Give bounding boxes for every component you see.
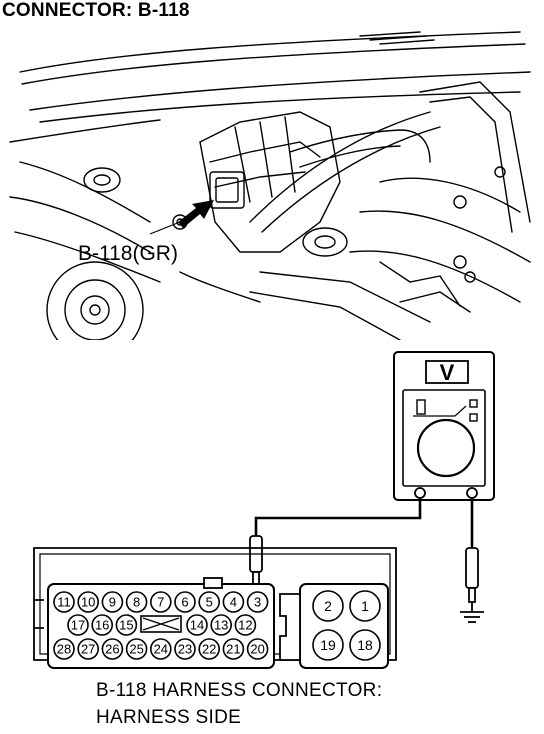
- pin-27: 27: [77, 638, 99, 660]
- svg-text:5: 5: [206, 595, 213, 610]
- svg-text:6: 6: [181, 595, 188, 610]
- pin-18: 18: [349, 629, 381, 661]
- pin-21: 21: [222, 638, 245, 660]
- pin-19: 19: [312, 629, 344, 661]
- svg-text:1: 1: [361, 598, 369, 614]
- svg-text:11: 11: [57, 595, 71, 610]
- pin-8: 8: [125, 591, 148, 613]
- pin-13: 13: [210, 614, 232, 636]
- pin-24: 24: [150, 638, 172, 660]
- pin-11: 11: [53, 591, 75, 613]
- svg-text:23: 23: [178, 642, 192, 657]
- large-pins: 2 1 19 18: [312, 590, 381, 661]
- caption-line-2: HARNESS SIDE: [96, 707, 242, 728]
- pin-5: 5: [198, 591, 220, 613]
- svg-text:3: 3: [254, 595, 261, 610]
- svg-text:4: 4: [230, 595, 237, 610]
- pin-9: 9: [101, 591, 124, 613]
- svg-text:26: 26: [105, 642, 119, 657]
- pin-20: 20: [246, 638, 269, 660]
- pin-4: 4: [222, 591, 245, 613]
- pin-16: 16: [91, 614, 113, 636]
- pin-28: 28: [53, 638, 75, 660]
- svg-text:16: 16: [95, 618, 109, 633]
- svg-text:15: 15: [119, 618, 133, 633]
- negative-probe: [465, 547, 479, 603]
- pin-10: 10: [77, 591, 99, 613]
- pin-23: 23: [174, 638, 196, 660]
- pin-17: 17: [67, 614, 89, 636]
- pin-15: 15: [115, 614, 138, 636]
- connector-callout-label: B-118(GR): [78, 242, 178, 265]
- ground-icon: [460, 602, 484, 623]
- pin-25: 25: [125, 638, 148, 660]
- pin-7: 7: [150, 591, 172, 613]
- pin-row-2: 17 16 15 14 13 12: [67, 614, 257, 636]
- svg-text:13: 13: [214, 618, 228, 633]
- pin-row-1: 11 10 9 8 7 6 5 4 3: [53, 591, 269, 613]
- pointer-arrow-icon: [178, 200, 214, 228]
- pin-3: 3: [246, 591, 269, 613]
- svg-text:22: 22: [202, 642, 216, 657]
- voltmeter: [393, 351, 495, 501]
- svg-text:2: 2: [324, 598, 332, 614]
- diagram-title: CONNECTOR: B-118: [2, 0, 190, 21]
- pin-22: 22: [198, 638, 220, 660]
- pin-1: 1: [349, 590, 381, 622]
- svg-text:7: 7: [157, 595, 164, 610]
- caption-line-1: B-118 HARNESS CONNECTOR:: [96, 680, 383, 701]
- pin-6: 6: [174, 591, 196, 613]
- pin-12: 12: [234, 614, 257, 636]
- svg-text:21: 21: [226, 642, 240, 657]
- svg-text:24: 24: [154, 642, 168, 657]
- pin-14: 14: [186, 614, 208, 636]
- svg-text:17: 17: [71, 618, 85, 633]
- voltmeter-symbol: V: [440, 360, 455, 385]
- engine-bay-illustration: [9, 31, 531, 340]
- svg-text:20: 20: [250, 642, 264, 657]
- svg-text:10: 10: [81, 595, 95, 610]
- svg-text:27: 27: [81, 642, 95, 657]
- svg-text:8: 8: [133, 595, 140, 610]
- test-setup-diagram: V 11 10 9 8 7 6 5 4 3 17 16 15 14 13 12 28 27 26 25 24 23 2: [33, 351, 495, 669]
- svg-text:25: 25: [129, 642, 143, 657]
- svg-text:9: 9: [109, 595, 116, 610]
- svg-text:19: 19: [320, 637, 336, 653]
- pin-row-3: 28 27 26 25 24 23 22 21 20: [53, 638, 269, 660]
- svg-text:18: 18: [357, 637, 373, 653]
- svg-text:12: 12: [238, 618, 252, 633]
- svg-text:14: 14: [190, 618, 204, 633]
- svg-text:28: 28: [57, 642, 71, 657]
- pin-26: 26: [101, 638, 124, 660]
- pin-2: 2: [312, 590, 344, 622]
